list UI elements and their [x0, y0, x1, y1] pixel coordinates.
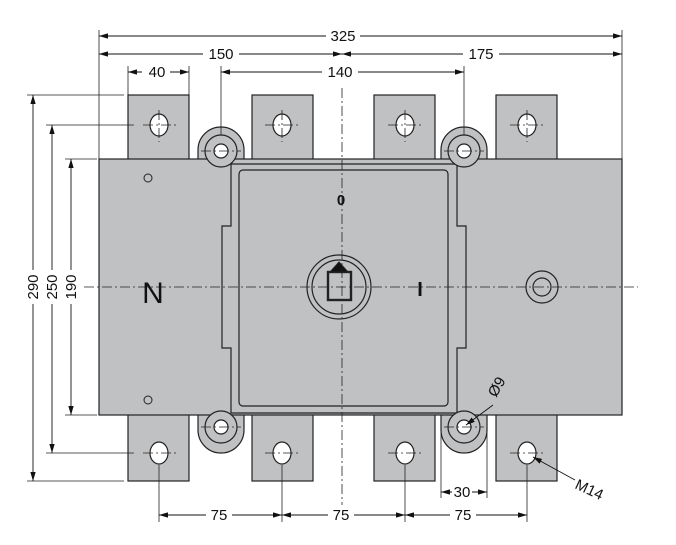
terminals-top: [127, 94, 558, 162]
d9-leader: [465, 404, 494, 426]
dim-30: 30: [454, 484, 471, 501]
dim-75-c: 75: [455, 507, 472, 524]
dim-40: 40: [149, 64, 166, 81]
position-on-label: I: [417, 279, 423, 301]
extension-lines: [27, 30, 623, 522]
dim-175: 175: [468, 46, 493, 63]
neutral-label: N: [142, 277, 164, 310]
dim-75-a: 75: [211, 507, 228, 524]
dim-250: 250: [44, 274, 61, 299]
front-panel-inner: [238, 169, 449, 407]
dim-325: 325: [330, 28, 355, 45]
position-off-label: 0: [337, 192, 345, 209]
dim-150: 150: [208, 46, 233, 63]
terminal-holes: [149, 113, 537, 465]
center-lines: [84, 88, 638, 505]
m14-leader: [532, 456, 576, 481]
indicator-dot-bottom: [143, 395, 153, 405]
dim-140: 140: [327, 64, 352, 81]
dim-190: 190: [63, 274, 80, 299]
dim-75-b: 75: [333, 507, 350, 524]
dim-m14: M14: [572, 476, 606, 504]
indicator-dot-top: [143, 173, 153, 183]
dim-290: 290: [25, 274, 42, 299]
terminals-bottom: [127, 412, 558, 482]
